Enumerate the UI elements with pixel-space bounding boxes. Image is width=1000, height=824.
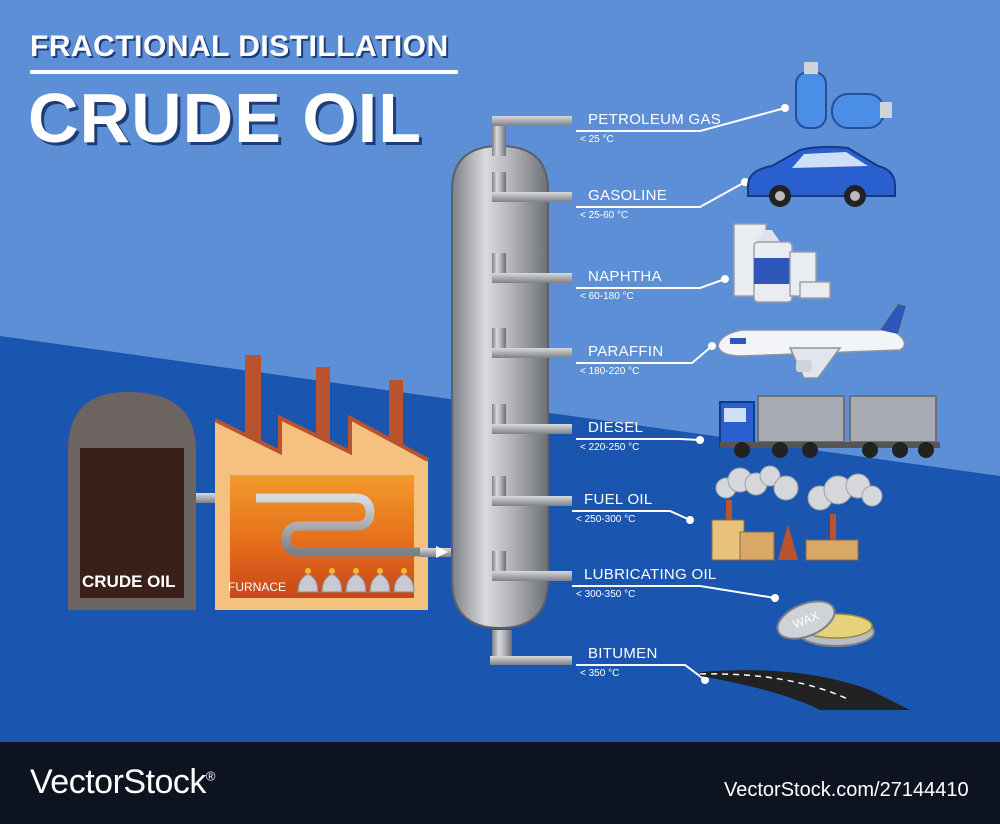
product-name: GASOLINE: [588, 187, 668, 204]
leader-dot: [721, 275, 729, 283]
gas-cylinder-icon: [795, 62, 892, 129]
product-name: PETROLEUM GAS: [588, 111, 722, 128]
chemical-bottles-icon: [733, 223, 831, 303]
leader-line: [576, 107, 786, 132]
outlet-pipe: [492, 273, 572, 283]
leader-line: [576, 278, 726, 289]
leader-line: [576, 181, 746, 208]
product-name: PARAFFIN: [588, 343, 664, 360]
leader-dot: [686, 516, 694, 524]
car-icon: [747, 145, 896, 207]
product-temperature: < 25 °C: [580, 134, 614, 145]
product-temperature: < 180-220 °C: [580, 366, 640, 377]
airplane-icon: [717, 303, 907, 379]
leader-dot: [741, 178, 749, 186]
road-icon: [699, 670, 910, 710]
flow-arrow-2: [436, 546, 448, 558]
furnace-building: [214, 355, 429, 610]
leader-dot: [696, 436, 704, 444]
leader-dot: [781, 104, 789, 112]
product-temperature: < 250-300 °C: [576, 514, 636, 525]
crude-oil-tank: [68, 392, 196, 610]
factory-icon: [711, 465, 883, 561]
outlet-pipe: [492, 571, 572, 581]
leader-dot: [708, 342, 716, 350]
leader-dot: [771, 594, 779, 602]
title-line-2: CRUDE OIL: [28, 79, 422, 157]
title-underline: [30, 70, 458, 74]
leader-line: [576, 438, 701, 441]
leader-line: [572, 510, 691, 521]
product-temperature: < 60-180 °C: [580, 291, 634, 302]
furnace-label: FURNACE: [228, 580, 287, 594]
outlet-pipe: [492, 496, 572, 506]
leader-dot: [701, 676, 709, 684]
product-temperature: < 220-250 °C: [580, 442, 640, 453]
leader-line: [572, 585, 776, 599]
outlet-pipe: [492, 424, 572, 434]
title-line-1: FRACTIONAL DISTILLATION: [30, 30, 449, 63]
leader-line: [576, 664, 706, 681]
product-temperature: < 25-60 °C: [580, 210, 629, 221]
product-name: BITUMEN: [588, 645, 658, 662]
footer-stock-id: VectorStock.com/27144410: [724, 779, 969, 801]
outlet-pipe: [492, 192, 572, 202]
tank-label: CRUDE OIL: [82, 572, 176, 591]
product-name: FUEL OIL: [584, 491, 653, 508]
wax-tin-icon: WAX: [776, 600, 875, 647]
product-name: DIESEL: [588, 419, 644, 436]
product-leader-lines: [572, 104, 789, 684]
product-temperature: < 300-350 °C: [576, 589, 636, 600]
outlet-pipe: [492, 348, 572, 358]
footer-brand: VectorStock®: [30, 763, 216, 801]
product-name: LUBRICATING OIL: [584, 566, 717, 583]
leader-line: [576, 345, 713, 364]
footer-bar: [0, 742, 1000, 824]
column-outlet-pipes: [492, 172, 572, 581]
truck-icon: [719, 395, 940, 458]
product-temperature: < 350 °C: [580, 668, 620, 679]
product-name: NAPHTHA: [588, 268, 662, 285]
